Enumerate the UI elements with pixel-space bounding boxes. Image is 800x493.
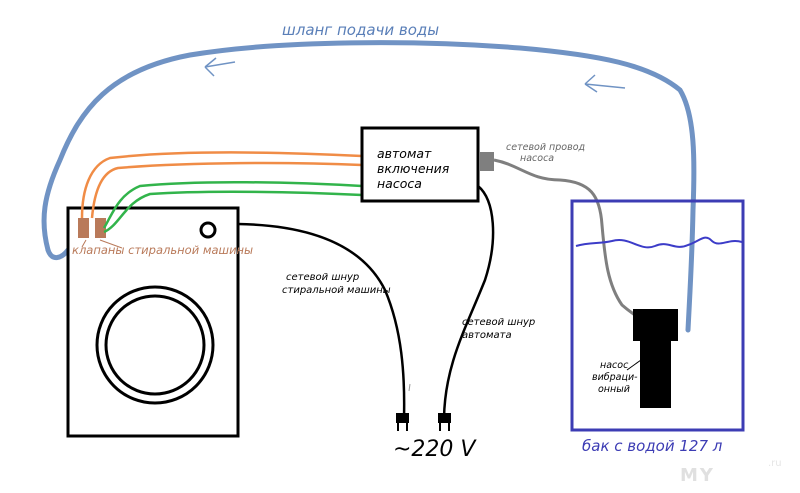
pump-cable-label-line1: сетевой провод [506,142,586,153]
valve-2 [95,218,106,238]
box-power-cord [442,185,495,419]
control-box [360,126,480,203]
washer-cord-label-line2: стиральной машины [282,285,391,296]
washer-door-inner [104,294,206,396]
water-level [575,236,743,249]
hose-end-loop [45,247,71,260]
watermark-suffix: .ru [768,458,782,469]
control-box-label-line1: автомат [377,146,432,161]
pump-pointer [626,359,642,371]
pump-label-line1: насос [600,360,629,371]
pump-cable-label: сетевой провод насоса [506,142,585,164]
control-box-socket [479,152,494,171]
voltage-label: ~220 V [393,437,476,462]
pump-label-line2: вибраци- [592,372,638,383]
pump-cable [493,158,638,318]
washer-knob [199,221,217,239]
water-tank [570,199,745,432]
flow-arrow-left [204,57,236,77]
plug-2 [438,413,451,431]
washer-power-cord [237,222,406,419]
tank-label: бак с водой 127 л [582,437,723,455]
valves-label: клапаны стиральной машины [72,243,254,257]
box-cord-label: сетевой шнур автомата [462,316,535,342]
pencil-tick [408,383,411,392]
box-cord-label-line1: сетевой шнур [462,317,536,328]
green-wire-1 [102,180,363,229]
valve-1 [78,218,89,238]
hose-label: шланг подачи воды [282,21,440,39]
control-box-label-line2: включения [377,161,450,176]
washer-cord-label-line1: сетевой шнур [286,272,360,283]
green-wire-2 [103,190,363,234]
watermark: MY [680,465,715,486]
valve-pointer [81,239,123,249]
pump-label-line3: онный [598,384,630,395]
pump-label: насос вибраци- онный [592,360,638,396]
box-cord-label-line2: автомата [462,330,512,341]
orange-wire-2 [90,161,363,219]
pump-head [633,309,678,341]
pump-cable-label-line2: насоса [520,153,555,164]
flow-arrow-right [584,74,626,93]
pump-body [640,341,671,408]
control-box-label-line3: насоса [377,176,422,191]
water-hose [41,40,697,333]
control-box-label: автомат включения насоса [377,146,449,191]
washer-cord-label: сетевой шнур стиральной машины [282,271,391,297]
orange-wire-1 [80,151,363,219]
plug-1 [396,413,409,431]
